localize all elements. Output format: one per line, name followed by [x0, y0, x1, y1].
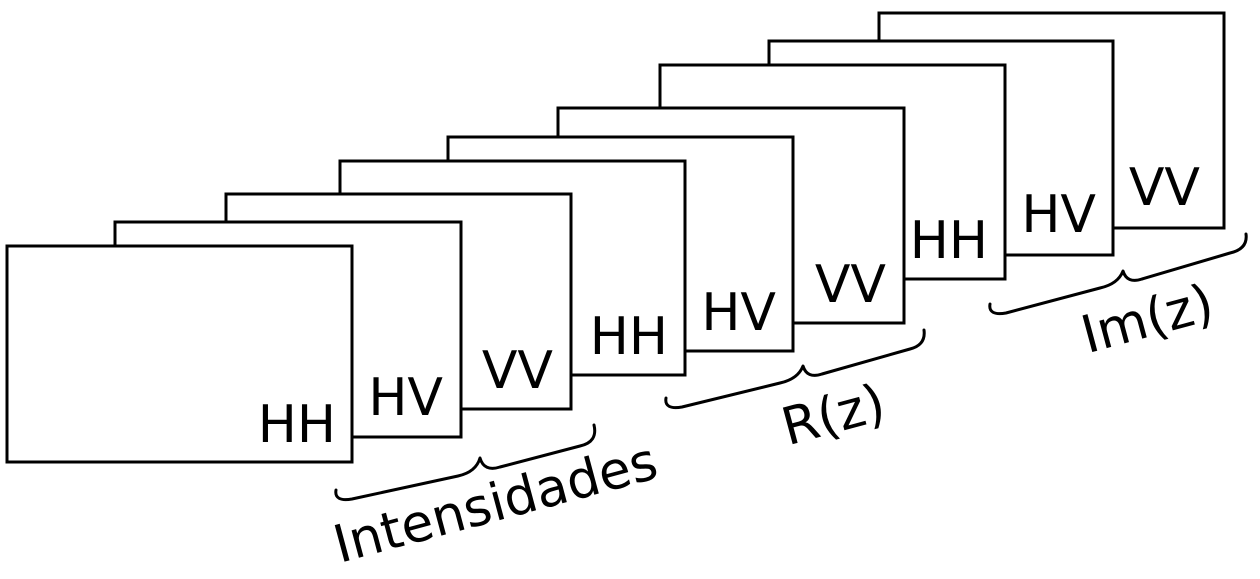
group-label-intensidades: Intensidades [327, 432, 663, 574]
group-label-imz: Im(z) [1075, 273, 1220, 366]
group-label-rz: R(z) [776, 373, 892, 458]
frame-label-im-hh: HH [910, 211, 988, 271]
frame-label-int-vv: VV [482, 341, 554, 401]
brace-intensidades [334, 423, 597, 502]
frame-label-im-hv: HV [1021, 185, 1096, 245]
frame-label-int-hh: HH [258, 395, 336, 455]
frame-label-r-hv: HV [701, 283, 776, 343]
frame-label-im-vv: VV [1129, 158, 1201, 218]
frame-label-r-vv: VV [815, 255, 887, 315]
frame-label-int-hv: HV [368, 368, 443, 428]
brace-imz [988, 232, 1248, 316]
frame-int-hh: HH [5, 244, 354, 464]
frame-label-r-hh: HH [590, 307, 668, 367]
brace-rz [664, 328, 926, 410]
